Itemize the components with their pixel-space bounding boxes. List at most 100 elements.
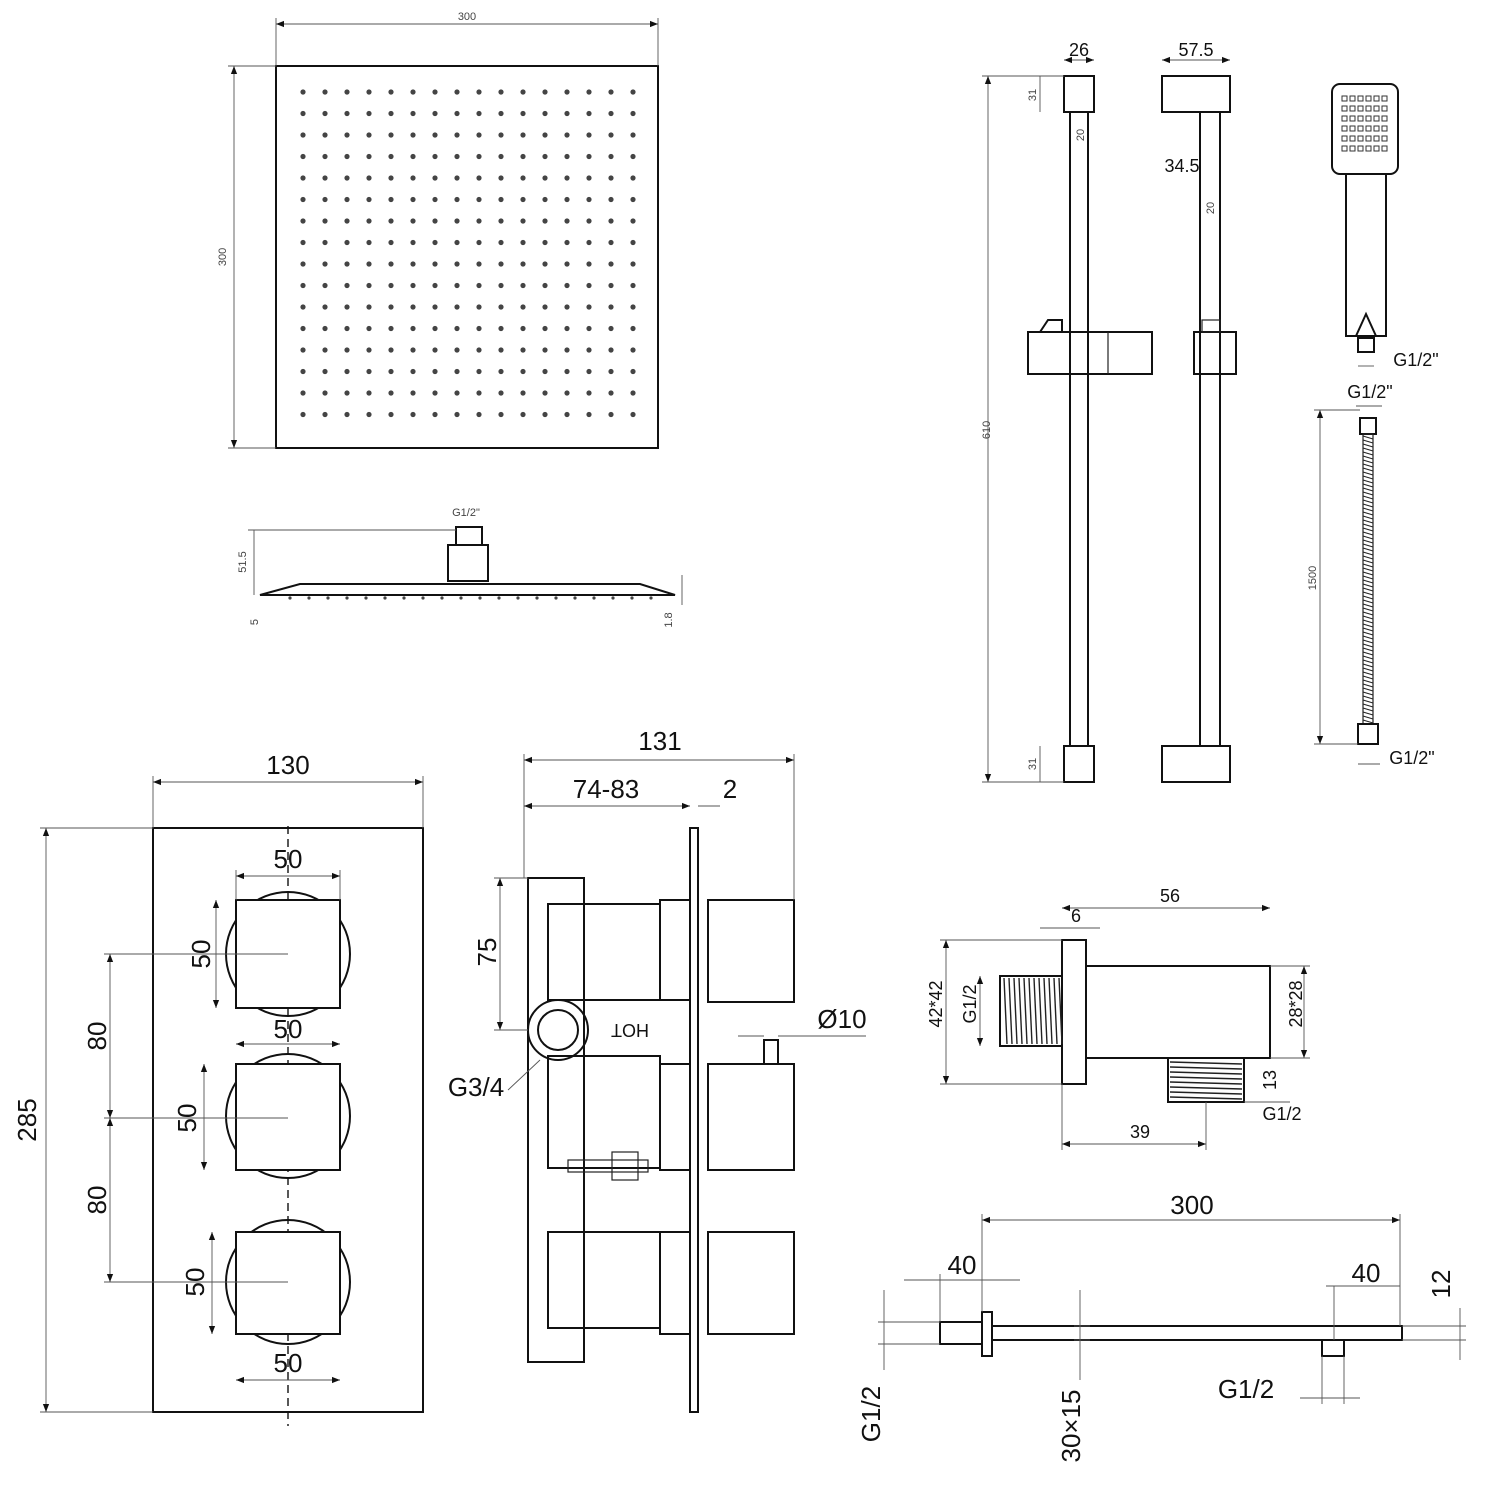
hose-coil	[1362, 691, 1374, 696]
hose-coil	[1362, 439, 1374, 444]
handset-nozzle	[1373, 125, 1380, 132]
nozzle	[440, 596, 444, 600]
nozzle	[344, 390, 350, 396]
nozzle	[388, 325, 394, 332]
hose-coil	[1362, 663, 1374, 668]
nozzle	[630, 596, 634, 600]
nozzle	[388, 261, 394, 267]
nozzle	[476, 390, 482, 396]
nozzle	[454, 132, 460, 138]
nozzle	[542, 89, 548, 95]
hose-coil	[1362, 447, 1374, 452]
nozzle	[520, 390, 526, 396]
nozzle	[300, 175, 306, 181]
nozzle	[586, 261, 592, 267]
nozzle	[498, 132, 504, 138]
nozzle	[516, 596, 520, 600]
nozzle	[432, 132, 438, 138]
nozzle	[520, 261, 526, 267]
hose-coil	[1362, 479, 1374, 484]
nozzle	[520, 347, 526, 353]
thread-line	[1169, 1071, 1243, 1075]
nozzle	[586, 218, 592, 224]
nozzle	[542, 110, 548, 117]
valve-height-dim: 285	[12, 1098, 42, 1141]
handset-nozzle	[1381, 145, 1388, 152]
nozzle	[388, 196, 394, 203]
hose-coil	[1362, 511, 1374, 516]
nozzle	[410, 261, 416, 267]
nozzle	[322, 218, 328, 224]
nozzle	[542, 175, 548, 181]
valve-front: 130 285 50 50 50 50 50 50 80 80	[12, 750, 424, 1426]
nozzle	[586, 132, 592, 138]
nozzle	[366, 132, 372, 138]
hose-coil	[1362, 523, 1374, 528]
handset-nozzle	[1365, 105, 1372, 112]
nozzle	[630, 325, 636, 332]
nozzle	[345, 596, 349, 600]
rail-width-dim: 26	[1069, 40, 1089, 60]
hose-coil	[1362, 559, 1374, 564]
hose-coil	[1362, 455, 1374, 460]
nozzle	[608, 175, 614, 181]
nozzle	[520, 325, 526, 332]
handset: G1/2"	[1331, 83, 1439, 370]
nozzle	[432, 175, 438, 181]
thread-line	[1058, 977, 1063, 1045]
nozzle	[322, 239, 328, 246]
thread-line	[1013, 977, 1018, 1045]
nozzle	[476, 325, 482, 332]
nozzle	[300, 132, 306, 138]
head-edge-dim: 1.8	[663, 612, 675, 627]
nozzle	[322, 347, 328, 353]
nozzle	[476, 261, 482, 267]
hose-coil	[1362, 719, 1374, 724]
hose-coil	[1362, 535, 1374, 540]
nozzle	[322, 390, 328, 396]
nozzle	[322, 325, 328, 332]
nozzle	[366, 304, 372, 310]
nozzle	[498, 325, 504, 332]
hose-coil	[1362, 503, 1374, 508]
nozzle	[432, 325, 438, 332]
thread-line	[1023, 977, 1028, 1045]
hose-coil	[1362, 547, 1374, 552]
nozzle	[388, 132, 394, 138]
nozzle	[608, 153, 614, 160]
nozzle	[432, 196, 438, 203]
hose-coil	[1362, 583, 1374, 588]
nozzle	[586, 390, 592, 396]
nozzle	[498, 411, 504, 418]
nozzle	[366, 368, 372, 375]
outlet-body-size: 28*28	[1286, 980, 1306, 1027]
nozzle	[432, 218, 438, 224]
nozzle	[300, 390, 306, 396]
hose-coil	[1362, 527, 1374, 532]
rail-side-top	[1161, 75, 1231, 113]
nozzle	[520, 411, 526, 418]
nozzle	[630, 347, 636, 353]
rail-depth-dim: 57.5	[1178, 40, 1213, 60]
head-height-dim: 300	[217, 248, 229, 266]
nozzle	[564, 390, 570, 396]
nozzle	[498, 239, 504, 246]
nozzle	[410, 282, 416, 289]
nozzle	[476, 304, 482, 310]
nozzle	[542, 261, 548, 267]
nozzle	[564, 411, 570, 418]
handset-nozzle	[1349, 125, 1356, 132]
hose-coil	[1362, 467, 1374, 472]
nozzle	[410, 368, 416, 375]
nozzle	[388, 110, 394, 117]
nozzle	[630, 411, 636, 418]
hose-coil	[1362, 711, 1374, 716]
hose-coil	[1362, 643, 1374, 648]
nozzle	[586, 368, 592, 375]
handset-nozzle	[1349, 115, 1356, 122]
rail-rod-dim: 20	[1075, 129, 1087, 141]
nozzle	[497, 596, 501, 600]
nozzle	[366, 347, 372, 353]
nozzle	[459, 596, 463, 600]
